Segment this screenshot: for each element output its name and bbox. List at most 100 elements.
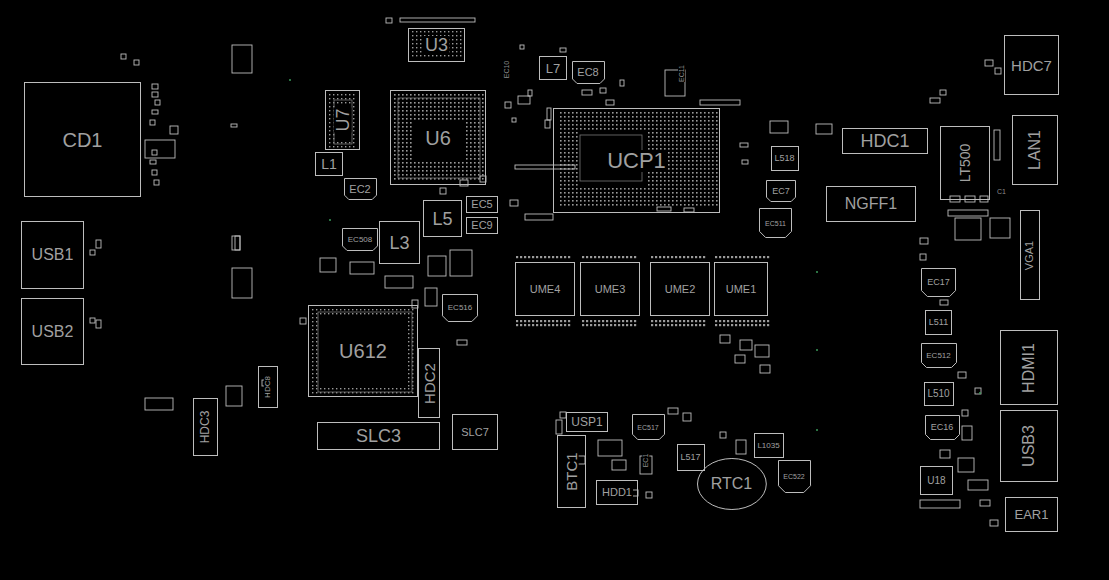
ball-pad [564,144,566,146]
ball-pad [700,132,702,134]
ball-pad [544,256,546,258]
ball-pad [688,132,690,134]
component-outline: USB1 [21,221,84,289]
ball-pad [640,196,642,198]
ball-pad [458,106,460,108]
ball-pad [454,118,456,120]
ball-pad [584,124,586,126]
ball-pad [700,192,702,194]
ball-pad [668,204,670,206]
ball-pad [692,192,694,194]
ball-pad [572,176,574,178]
ball-pad [438,118,440,120]
ball-pad [560,180,562,182]
ball-pad [604,120,606,122]
ball-pad [614,256,616,258]
ball-pad [624,200,626,202]
ball-pad [700,200,702,202]
ball-pad [672,156,674,158]
passive-footprint [134,60,139,65]
ball-pad [708,176,710,178]
ball-pad [436,55,437,56]
ball-pad [478,142,480,144]
ball-pad [664,188,666,190]
ball-pad [460,51,461,52]
ball-pad [410,94,412,96]
ball-pad [552,320,554,322]
ball-pad [422,170,424,172]
ball-pad [422,174,424,176]
ball-pad [712,120,714,122]
ball-pad [660,176,662,178]
ball-pad [312,313,313,314]
ball-pad [478,126,480,128]
passive-footprint [980,196,988,202]
ball-pad [700,204,702,206]
ball-pad [668,156,670,158]
reference-designator: EC511 [764,220,787,227]
ball-pad [456,43,457,44]
ball-pad [592,196,594,198]
ball-pad [723,320,725,322]
ball-pad [612,128,614,130]
ball-pad [695,320,697,322]
ball-pad [408,333,409,334]
ball-pad [560,320,562,322]
ball-pad [402,122,404,124]
ball-pad [470,94,472,96]
ball-pad [410,118,412,120]
ball-pad [368,388,369,389]
ball-pad [700,184,702,186]
ball-pad [416,39,417,40]
ball-pad [600,128,602,130]
ball-pad [704,148,706,150]
ball-pad [329,138,330,139]
passive-footprint [90,250,95,255]
ball-pad [442,110,444,112]
ball-pad [460,35,461,36]
ball-pad [716,120,718,122]
ball-pad [600,192,602,194]
ball-pad [676,180,678,182]
ball-pad [482,106,484,108]
ball-pad [688,180,690,182]
ball-pad [696,116,698,118]
ball-pad [316,313,317,314]
ball-pad [663,256,665,258]
ball-pad [644,116,646,118]
reference-designator: EC5 [470,199,493,210]
passive-footprint [145,140,175,158]
ball-pad [620,116,622,118]
ball-pad [712,188,714,190]
ball-pad [312,392,313,393]
fiducial-dot [289,79,291,81]
ball-pad [598,256,600,258]
ball-pad [344,388,345,389]
passive-footprint [457,340,467,345]
ball-pad [660,200,662,202]
ball-pad [630,324,632,326]
ball-pad [524,324,526,326]
bga-u7 [329,94,354,147]
ball-pad [656,200,658,202]
ball-pad [560,124,562,126]
ball-pad [700,188,702,190]
ball-pad [329,106,330,107]
ball-pad [691,256,693,258]
ball-pad [466,118,468,120]
ball-pad [408,385,409,386]
ball-pad [592,124,594,126]
passive-footprint [232,45,252,73]
reference-designator: EC516 [447,304,473,312]
ball-pad [716,164,718,166]
ball-pad [716,152,718,154]
ball-pad [684,192,686,194]
ball-pad [316,349,317,350]
ball-pad [580,192,582,194]
ball-pad [636,192,638,194]
ball-pad [628,120,630,122]
ball-pad [424,55,425,56]
ball-pad [676,176,678,178]
ball-pad [400,309,401,310]
ball-pad [430,118,432,120]
